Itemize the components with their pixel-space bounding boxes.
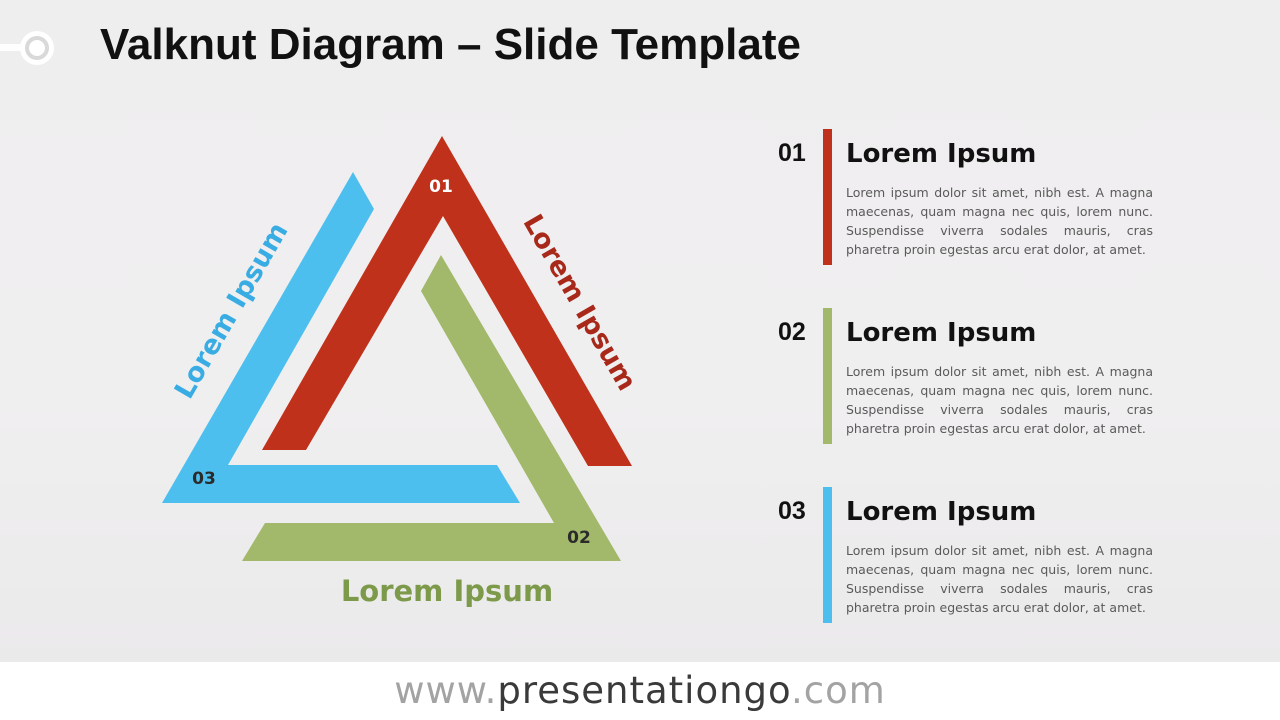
footer: www.presentationgo.com <box>0 662 1280 720</box>
item-title: Lorem Ipsum <box>846 497 1037 527</box>
footer-url-domain: presentationgo <box>497 669 792 712</box>
item-number: 01 <box>778 139 806 167</box>
footer-url-suffix: .com <box>791 669 886 712</box>
list-item-02: 02 Lorem Ipsum Lorem ipsum dolor sit ame… <box>770 308 1160 448</box>
item-number: 03 <box>778 497 806 525</box>
item-description: Lorem ipsum dolor sit amet, nibh est. A … <box>846 364 1153 436</box>
valknut-diagram: 01 02 03 Lorem Ipsum Lorem Ipsum Lorem I… <box>162 136 642 608</box>
item-accent-bar <box>823 487 832 623</box>
footer-url-prefix: www. <box>394 669 498 712</box>
item-title: Lorem Ipsum <box>846 139 1037 169</box>
triangle-02 <box>242 255 621 561</box>
triangle-02-number: 02 <box>567 528 591 548</box>
triangle-03 <box>162 172 520 503</box>
footer-url[interactable]: www.presentationgo.com <box>0 669 1280 712</box>
triangle-01-number: 01 <box>429 177 453 197</box>
slide: Valknut Diagram – Slide Template 01 02 0… <box>0 0 1280 662</box>
page-title: Valknut Diagram – Slide Template <box>100 20 801 69</box>
triangle-01 <box>262 136 632 466</box>
item-number: 02 <box>778 318 806 346</box>
item-title: Lorem Ipsum <box>846 318 1037 348</box>
list-item-01: 01 Lorem Ipsum Lorem ipsum dolor sit ame… <box>770 129 1160 269</box>
logo-icon <box>0 31 54 65</box>
item-accent-bar <box>823 129 832 265</box>
triangle-02-label: Lorem Ipsum <box>341 574 553 608</box>
triangle-03-number: 03 <box>192 469 216 489</box>
item-accent-bar <box>823 308 832 444</box>
item-description: Lorem ipsum dolor sit amet, nibh est. A … <box>846 543 1153 615</box>
list-item-03: 03 Lorem Ipsum Lorem ipsum dolor sit ame… <box>770 487 1160 627</box>
item-description: Lorem ipsum dolor sit amet, nibh est. A … <box>846 185 1153 257</box>
